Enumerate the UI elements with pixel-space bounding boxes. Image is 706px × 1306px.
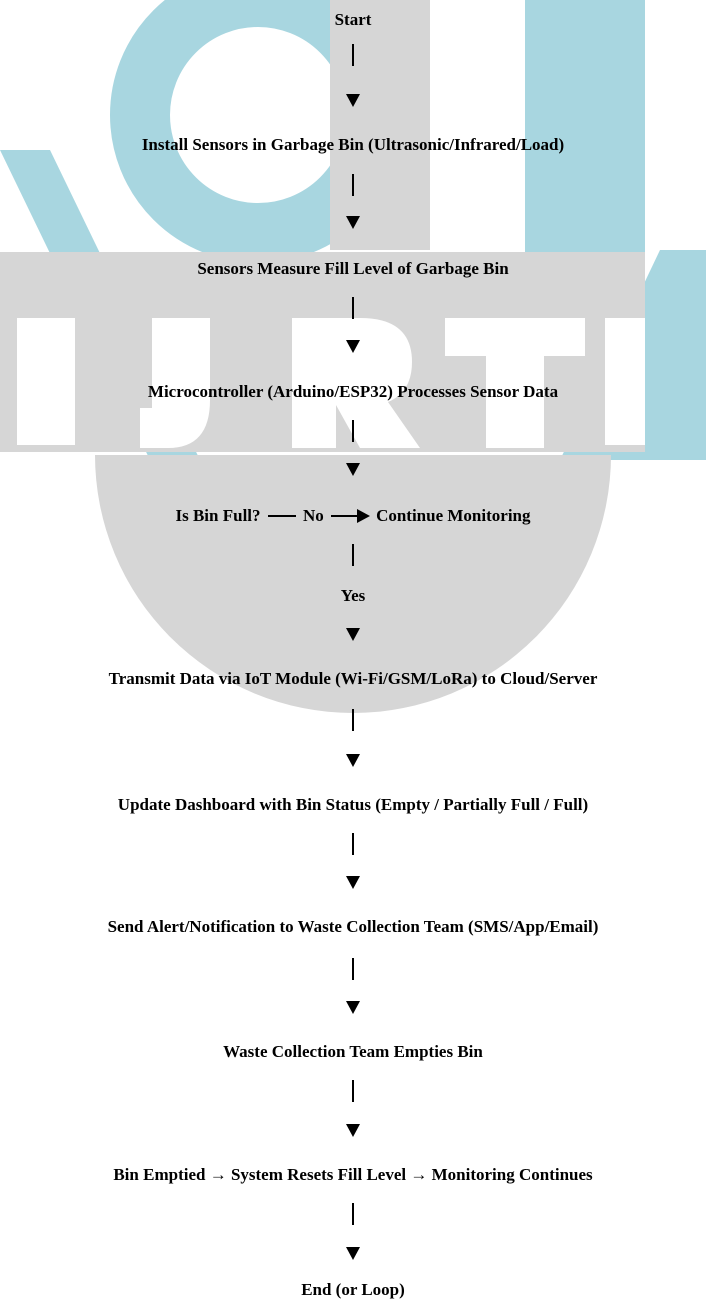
connector-line	[352, 833, 354, 855]
step-decision: Is Bin Full? No Continue Monitoring	[0, 506, 706, 526]
step-dashboard: Update Dashboard with Bin Status (Empty …	[117, 795, 589, 814]
connector-line	[352, 44, 354, 66]
connector-line	[352, 958, 354, 980]
down-arrow-icon	[346, 1124, 360, 1137]
down-arrow-icon	[346, 876, 360, 889]
watermark-plate	[195, 545, 440, 610]
connector-line	[352, 1080, 354, 1102]
connector-dash	[331, 514, 358, 517]
connector-line	[352, 1203, 354, 1225]
step-reset: Bin Emptied → System Resets Fill Level →…	[113, 1165, 593, 1184]
down-arrow-icon	[346, 216, 360, 229]
down-arrow-icon	[346, 340, 360, 353]
right-arrow-icon	[357, 508, 371, 523]
down-arrow-icon	[346, 1001, 360, 1014]
connector-line	[352, 709, 354, 731]
down-arrow-icon	[346, 463, 360, 476]
decision-question: Is Bin Full?	[175, 506, 261, 525]
step-measure-fill: Sensors Measure Fill Level of Garbage Bi…	[197, 259, 509, 278]
yes-label: Yes	[340, 586, 366, 605]
down-arrow-icon	[346, 754, 360, 767]
connector-line	[352, 544, 354, 566]
down-arrow-icon	[346, 94, 360, 107]
step-transmit: Transmit Data via IoT Module (Wi-Fi/GSM/…	[108, 669, 598, 688]
watermark-stem	[330, 0, 430, 250]
step-send-alert: Send Alert/Notification to Waste Collect…	[107, 917, 599, 936]
no-label: No	[303, 506, 324, 525]
step-install-sensors: Install Sensors in Garbage Bin (Ultrason…	[141, 135, 565, 154]
connector-dash	[267, 514, 296, 517]
watermark-pillar	[525, 0, 645, 290]
down-arrow-icon	[346, 628, 360, 641]
connector-line	[352, 420, 354, 442]
step-end: End (or Loop)	[301, 1280, 405, 1299]
connector-line	[352, 297, 354, 319]
watermark-letters	[17, 318, 645, 448]
step-start: Start	[334, 10, 372, 29]
step-empties-bin: Waste Collection Team Empties Bin	[223, 1042, 483, 1061]
step-process-data: Microcontroller (Arduino/ESP32) Processe…	[147, 382, 559, 401]
down-arrow-icon	[346, 1247, 360, 1260]
connector-line	[352, 174, 354, 196]
continue-monitoring: Continue Monitoring	[376, 506, 531, 525]
